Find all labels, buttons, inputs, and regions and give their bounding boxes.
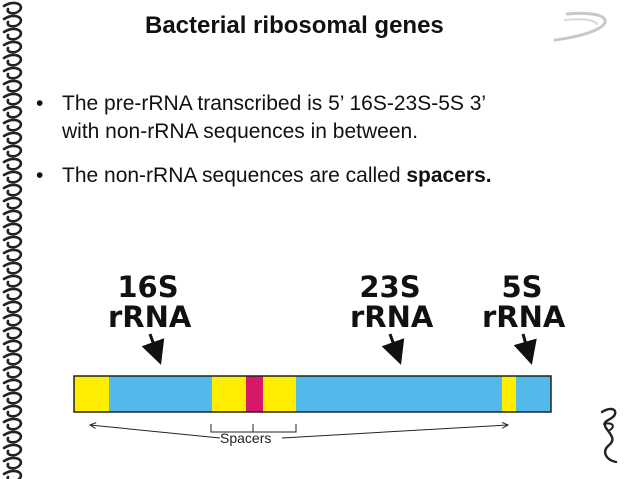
label-5s-line2: rRNA <box>482 300 566 334</box>
spacers-label: Spacers <box>220 430 272 446</box>
spiral-coil <box>2 326 23 340</box>
bullet-list: • The pre-rRNA transcribed is 5’ 16S-23S… <box>36 90 616 206</box>
spiral-coil <box>2 417 23 431</box>
bullet-text: with non-rRNA sequences in between. <box>62 120 419 143</box>
arrow-16s <box>141 333 165 365</box>
spiral-coil <box>2 287 23 301</box>
spiral-coil <box>2 456 23 470</box>
spiral-coil <box>2 170 23 184</box>
spiral-coil <box>2 430 23 444</box>
spiral-coil <box>2 443 23 457</box>
spiral-coil <box>2 469 23 479</box>
spiral-coil <box>2 248 23 262</box>
label-16s: 16S rRNA <box>108 270 192 334</box>
spiral-coil <box>2 235 23 249</box>
spiral-coil <box>2 378 23 392</box>
spiral-coil <box>2 222 23 236</box>
bullet-text: The non-rRNA sequences are called <box>62 164 407 187</box>
spiral-coil <box>2 261 23 275</box>
rrna-16s-segment <box>109 376 212 412</box>
bullet-bold-term: spacers. <box>406 164 492 187</box>
spiral-coil <box>2 209 23 223</box>
spiral-coil <box>2 404 23 418</box>
bullet-text: The pre-rRNA transcribed is 5’ 16S-23S-5… <box>62 92 487 115</box>
spiral-coil <box>2 40 23 54</box>
spiral-coil <box>2 53 23 67</box>
spiral-coil <box>2 144 23 158</box>
arrow-23s <box>381 333 405 365</box>
label-16s-line1: 16S <box>117 270 179 304</box>
spiral-coil <box>2 131 23 145</box>
spiral-coil <box>2 313 23 327</box>
rrna-5s-segment <box>516 376 551 412</box>
spiral-coil <box>2 300 23 314</box>
spacer-arrow-left <box>90 425 221 439</box>
spiral-coil <box>2 66 23 80</box>
spacer-arrow-right <box>281 425 508 439</box>
spiral-coil <box>2 27 23 41</box>
spiral-coil <box>2 391 23 405</box>
trna-segment <box>246 376 263 412</box>
corner-flourish-icon <box>600 407 618 464</box>
label-23s: 23S rRNA <box>350 270 434 334</box>
spiral-coil <box>2 183 23 197</box>
label-16s-line2: rRNA <box>108 300 192 334</box>
slide-title: Bacterial ribosomal genes <box>145 12 444 39</box>
spiral-coil <box>2 157 23 171</box>
label-5s-line1: 5S <box>501 270 543 304</box>
spiral-coil <box>2 14 23 28</box>
spiral-coil <box>2 118 23 132</box>
spiral-coil <box>2 1 23 15</box>
rrna-23s-segment <box>296 376 502 412</box>
binder-spiral <box>2 1 23 479</box>
arrow-5s <box>513 333 537 365</box>
spiral-coil <box>2 352 23 366</box>
spiral-coil <box>2 196 23 210</box>
spiral-coil <box>2 105 23 119</box>
bullet-marker: • <box>36 92 44 115</box>
swoosh-decoration <box>553 11 607 42</box>
spacer-segment <box>74 376 109 412</box>
bullet-marker: • <box>36 164 44 187</box>
spiral-coil <box>2 339 23 353</box>
spiral-coil <box>2 365 23 379</box>
spacer-segment <box>502 376 516 412</box>
spiral-coil <box>2 79 23 93</box>
spacer-segment <box>212 376 246 412</box>
label-23s-line1: 23S <box>359 270 421 304</box>
bullet-item: • The pre-rRNA transcribed is 5’ 16S-23S… <box>36 90 616 146</box>
spacer-segment <box>263 376 296 412</box>
spiral-coil <box>2 92 23 106</box>
spiral-coil <box>2 274 23 288</box>
label-5s: 5S rRNA <box>482 270 566 334</box>
bullet-item: • The non-rRNA sequences are called spac… <box>36 162 616 190</box>
label-23s-line2: rRNA <box>350 300 434 334</box>
gene-bar-outline <box>73 375 552 413</box>
